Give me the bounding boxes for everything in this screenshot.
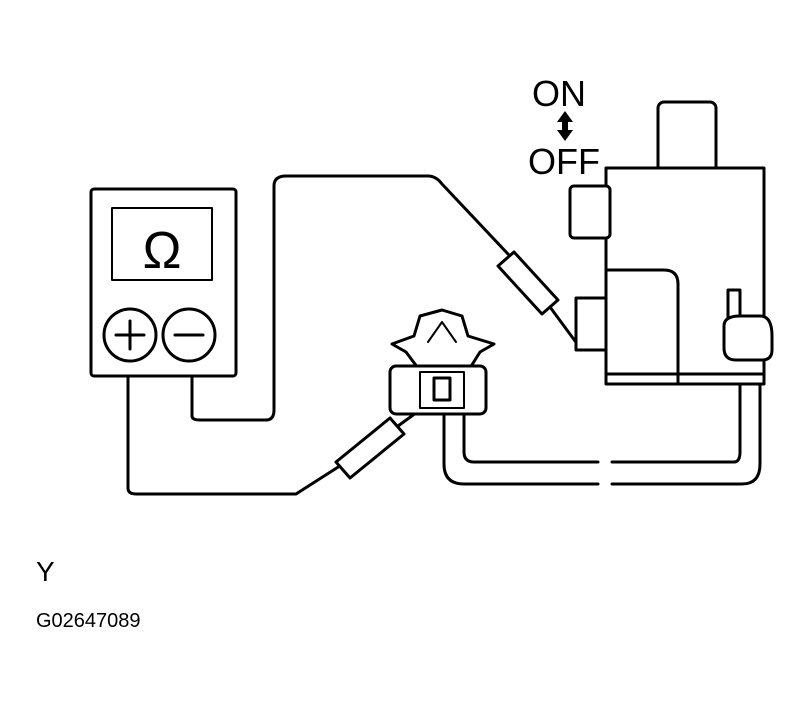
ohmmeter-display (111, 207, 213, 281)
switch-lower-tab (574, 296, 608, 352)
on-label: ON (532, 73, 586, 114)
connector-latch (390, 308, 496, 370)
switch-assembly (568, 100, 774, 386)
switch-probe-tip (548, 305, 580, 347)
plus-terminal (102, 307, 158, 363)
positive-lead-wire (126, 376, 348, 496)
wire-connector (388, 308, 496, 416)
corner-label: Y (36, 556, 55, 587)
on-off-indicator: ON OFF (528, 73, 600, 182)
switch-connector (722, 314, 774, 362)
connector-probe-handle (334, 416, 406, 480)
harness-inner-right (610, 346, 742, 464)
harness-outer-left (442, 412, 600, 486)
switch-body-seam (604, 268, 680, 386)
down-arrow-icon (557, 130, 573, 141)
minus-terminal (161, 307, 217, 363)
switch-probe (496, 250, 580, 347)
harness-outer-right (610, 346, 762, 486)
connector-terminal (432, 376, 452, 402)
connector-socket (419, 371, 465, 409)
ohmmeter-body (89, 187, 238, 378)
up-arrow-icon (557, 111, 573, 122)
switch-upper-tab (568, 184, 612, 240)
negative-lead-wire (190, 174, 510, 422)
harness-inner-left (462, 412, 600, 464)
switch-probe-handle (496, 250, 560, 316)
figure-code: G02647089 (36, 610, 141, 632)
ohmmeter: Ω (89, 187, 238, 378)
ohm-symbol: Ω (143, 222, 182, 280)
connector-latch-tab (427, 321, 457, 343)
arrow-shaft (562, 121, 568, 131)
off-label: OFF (528, 141, 600, 182)
